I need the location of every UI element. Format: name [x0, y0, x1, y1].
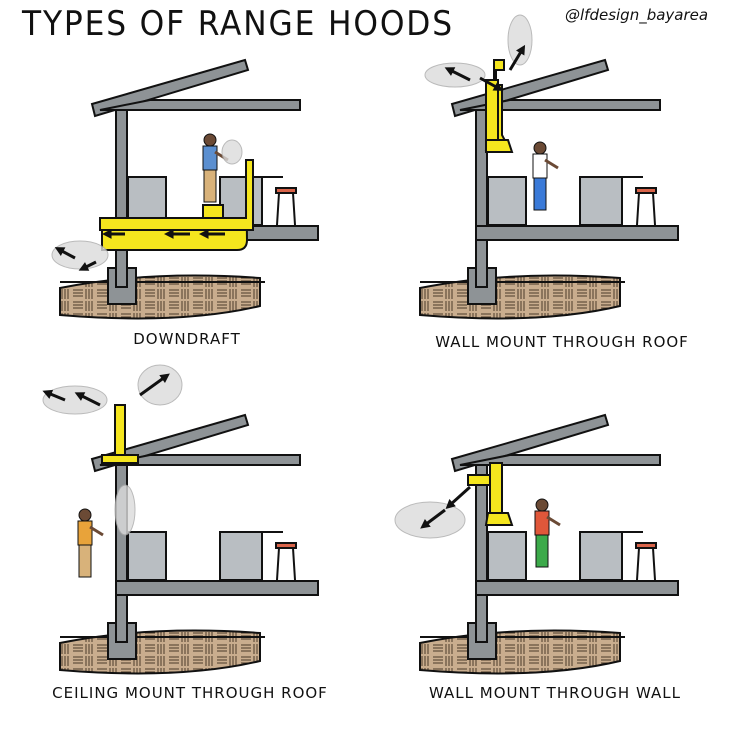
- person-arm: [89, 525, 104, 537]
- arrow-head-icon: [78, 262, 90, 271]
- cabinet: [127, 531, 167, 581]
- person-torso: [202, 145, 218, 171]
- stool-seat: [635, 542, 657, 549]
- stool-leg: [652, 547, 656, 581]
- arrow-head-icon: [420, 519, 431, 529]
- label-ceiling-mount-through-roof: CEILING MOUNT THROUGH ROOF: [52, 684, 328, 702]
- arrow-head-icon: [492, 82, 504, 91]
- wall-column: [115, 101, 128, 288]
- roof-rafter: [450, 413, 610, 473]
- person-legs: [533, 177, 547, 211]
- page-title: TYPES OF RANGE HOODS: [22, 4, 454, 44]
- person-legs: [535, 534, 549, 568]
- wall-duct: [489, 462, 503, 516]
- person-arm: [544, 158, 559, 170]
- ceiling-joist: [99, 99, 301, 111]
- stool-leg: [636, 192, 640, 226]
- stool-seat: [635, 187, 657, 194]
- stove-counter: [219, 531, 263, 581]
- wall-exit-duct: [467, 474, 491, 486]
- person-torso: [77, 520, 93, 546]
- arrow-head-icon: [102, 229, 112, 239]
- arrow-head-icon: [444, 67, 456, 76]
- arrow-head-icon: [54, 247, 66, 256]
- person-arm: [546, 515, 561, 527]
- arrow-icon: [139, 375, 166, 397]
- label-downdraft: DOWNDRAFT: [133, 330, 241, 348]
- downdraft-duct-run: [99, 159, 254, 231]
- smoke-icon: [114, 484, 136, 536]
- arrow-head-icon: [159, 373, 170, 383]
- arrow-head-icon: [516, 44, 526, 56]
- stool-seat: [275, 187, 297, 194]
- panel-ceiling-roof: [42, 364, 319, 675]
- arrow-icon: [449, 68, 471, 82]
- arrow-head-icon: [199, 229, 209, 239]
- cabinet: [487, 176, 527, 226]
- person-torso: [534, 510, 550, 536]
- smoke-icon: [507, 14, 533, 66]
- stove-counter: [579, 176, 623, 226]
- arrow-icon: [508, 49, 524, 71]
- person-head: [78, 508, 92, 522]
- stool-leg: [652, 192, 656, 226]
- panel-wall-roof: [419, 14, 679, 320]
- arrow-icon: [424, 508, 446, 527]
- person-torso: [532, 153, 548, 179]
- roof-rafter: [90, 58, 250, 118]
- stool-leg: [276, 192, 280, 226]
- person-legs: [203, 169, 217, 203]
- smoke-icon: [221, 139, 243, 165]
- smoke-icon: [137, 364, 183, 406]
- ceiling-joist: [459, 99, 661, 111]
- stool-leg: [292, 547, 296, 581]
- floor-slab: [475, 225, 679, 241]
- panel-downdraft: [51, 58, 319, 320]
- ceiling-duct: [114, 404, 126, 458]
- person-head: [535, 498, 549, 512]
- person-legs: [78, 544, 92, 578]
- stool-seat: [275, 542, 297, 549]
- ceiling-joist: [459, 454, 661, 466]
- arrow-head-icon: [164, 229, 174, 239]
- person-head: [203, 133, 217, 147]
- arrow-icon: [79, 393, 101, 407]
- wall-hood-canopy: [484, 512, 514, 526]
- arrow-icon: [448, 485, 472, 507]
- floor-slab: [115, 580, 319, 596]
- stool-leg: [276, 547, 280, 581]
- ceiling-hood: [101, 454, 139, 464]
- cabinet: [487, 531, 527, 581]
- smoke-icon: [42, 385, 108, 415]
- panel-wall-wall: [394, 413, 679, 675]
- label-wall-mount-through-roof: WALL MOUNT THROUGH ROOF: [435, 333, 689, 351]
- person-head: [533, 141, 547, 155]
- author-handle: @lfdesign_bayarea: [565, 6, 709, 24]
- arrow-head-icon: [445, 499, 456, 510]
- stool-leg: [636, 547, 640, 581]
- stool-leg: [292, 192, 296, 226]
- smoke-icon: [424, 62, 486, 88]
- arrow-head-icon: [42, 389, 54, 399]
- hood-canopy: [485, 139, 514, 153]
- stove-counter: [579, 531, 623, 581]
- arrow-head-icon: [74, 392, 86, 401]
- label-wall-mount-through-wall: WALL MOUNT THROUGH WALL: [429, 684, 681, 702]
- floor-slab: [475, 580, 679, 596]
